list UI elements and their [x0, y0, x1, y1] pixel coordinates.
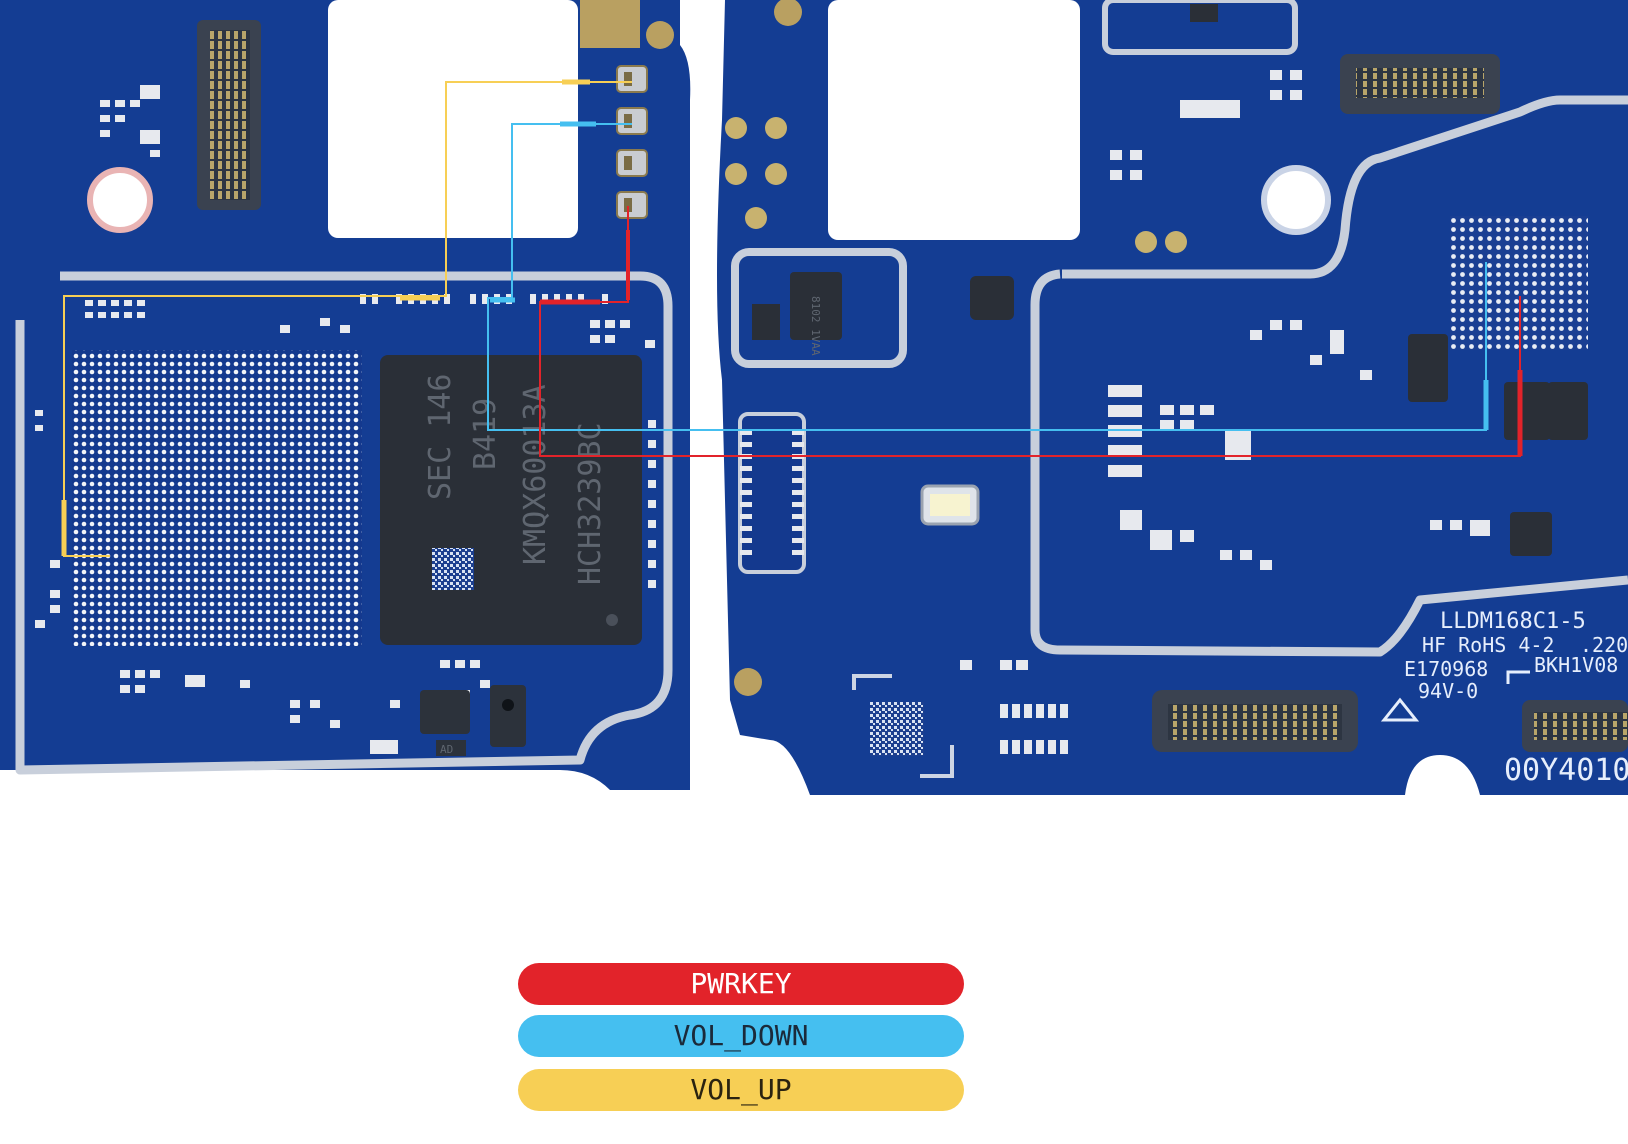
trace-vol-up [61, 79, 632, 557]
datamatrix-code [870, 702, 924, 756]
trace-vol-down [487, 121, 1489, 431]
svg-text:00Y4010: 00Y4010 [1504, 753, 1628, 788]
right-mount-hole [1261, 165, 1331, 235]
small-ic-8102 [790, 272, 842, 340]
left-board: SEC 146 B419 KMQX60013A HCH3239BC AD [0, 0, 691, 790]
svg-text:AD: AD [440, 743, 453, 756]
gold-test-points [725, 117, 1187, 253]
small-ic-left [420, 690, 470, 734]
svg-text:HCH3239BC: HCH3239BC [573, 422, 608, 585]
svg-text:E170968: E170968 [1404, 657, 1488, 681]
legend-vol-down: VOL_DOWN [518, 1015, 964, 1057]
svg-text:KMQX60013A: KMQX60013A [518, 384, 553, 565]
right-cutout [828, 0, 1080, 240]
soc-bga-footprint [72, 350, 362, 646]
svg-text:.220: .220 [1580, 633, 1628, 657]
svg-text:SEC 146: SEC 146 [423, 374, 458, 500]
right-board: 8102 1VAA [717, 0, 1628, 795]
silkscreen-text: LLDM168C1-5 HF RoHS 4-2 .220 E170968 BKH… [1404, 609, 1628, 788]
svg-text:LLDM168C1-5: LLDM168C1-5 [1440, 609, 1586, 634]
right-shield-frame [1030, 95, 1628, 657]
svg-text:94V-0: 94V-0 [1418, 679, 1478, 703]
trace-pwrkey [539, 206, 1523, 457]
left-shield-frame [15, 271, 673, 775]
legend-pwrkey: PWRKEY [518, 963, 964, 1005]
legend-vol-up: VOL_UP [518, 1069, 964, 1111]
memory-chip-marking: SEC 146 B419 KMQX60013A HCH3239BC [423, 374, 608, 585]
left-cutout [328, 0, 578, 238]
svg-text:BKH1V08: BKH1V08 [1534, 653, 1618, 677]
svg-text:HF RoHS 4-2: HF RoHS 4-2 [1422, 633, 1554, 657]
small-shield [731, 248, 907, 368]
svg-text:8102 1VAA: 8102 1VAA [809, 296, 822, 356]
left-mount-hole [87, 167, 153, 233]
svg-text:B419: B419 [468, 398, 503, 470]
small-ic-right [490, 685, 526, 747]
